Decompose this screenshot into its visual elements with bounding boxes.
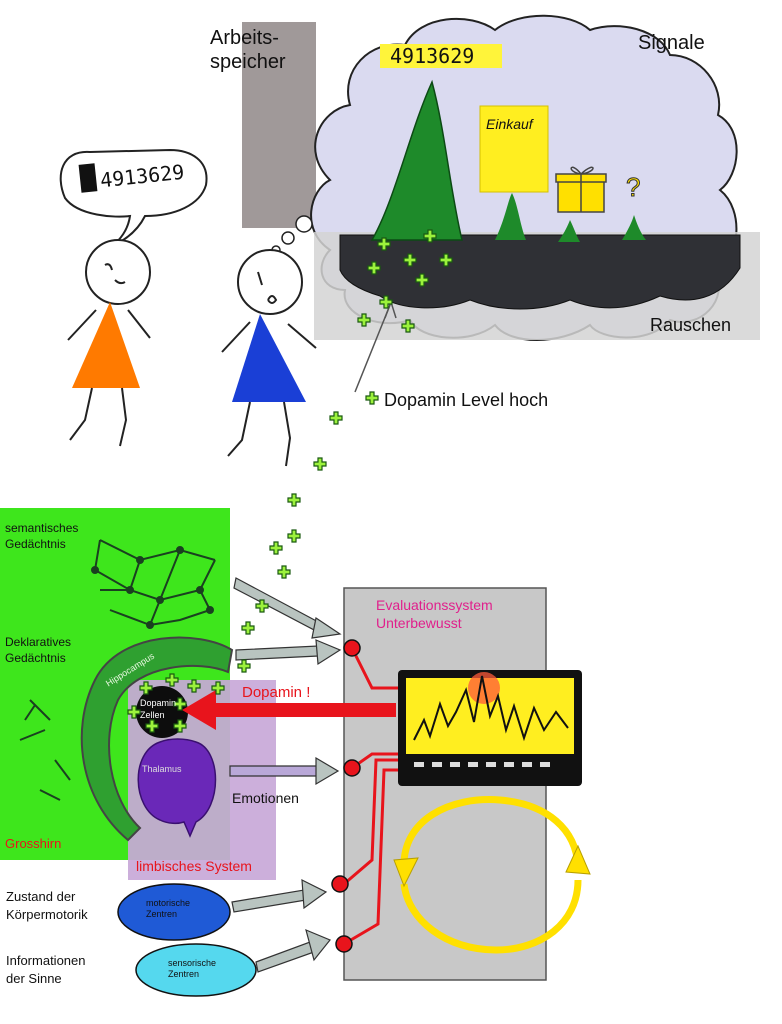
senses-input-arrow <box>255 928 331 973</box>
sensory-centers-label: sensorische Zentren <box>168 958 217 979</box>
sensory-centers <box>135 943 257 997</box>
connection-line <box>350 647 398 690</box>
thought-bubble <box>281 231 295 245</box>
motor-centers-label: motorische Zentren <box>146 898 191 919</box>
dopamine-plus-icon <box>173 697 187 711</box>
evaluation-signal-trace <box>413 675 569 742</box>
evaluation-system-title: Evaluationssystem Unterbewusst <box>376 597 493 631</box>
dopamine-plus-markers <box>127 229 453 733</box>
dopamine-arrow-label: Dopamin ! <box>242 684 311 701</box>
dopamine-plus-icon <box>329 411 343 425</box>
noise-signal <box>339 234 741 310</box>
dopamine-plus-icon <box>165 673 179 687</box>
motor-centers <box>117 883 231 941</box>
dopamine-plus-icon <box>277 565 291 579</box>
dopamine-plus-icon <box>365 391 379 405</box>
dopamine-plus-icon <box>313 457 327 471</box>
thalamus-label: Thalamus <box>142 764 182 774</box>
dopamine-plus-icon <box>269 541 283 555</box>
cerebrum-label: Grosshirn <box>5 836 62 851</box>
limbic-system-label: limbisches System <box>136 858 252 874</box>
motor-input-arrow <box>231 878 328 913</box>
small-signal-peak <box>495 193 526 240</box>
dopamine-plus-icon <box>211 681 225 695</box>
dopamine-plus-icon <box>401 319 415 333</box>
question-mark: ? <box>625 172 641 203</box>
gift-icon <box>555 166 607 213</box>
shopping-note-label: Einkauf <box>486 116 533 132</box>
speaking-person <box>67 239 151 447</box>
small-signal-peak <box>622 215 646 240</box>
dopamine-plus-icon <box>423 229 437 243</box>
dopamine-plus-icon <box>241 621 255 635</box>
dopamine-plus-icon <box>403 253 417 267</box>
input-arrow <box>235 639 342 666</box>
motor-state-label: Zustand der Körpermotorik <box>6 889 88 922</box>
semantic-network <box>19 539 216 801</box>
dopamine-plus-icon <box>367 261 381 275</box>
dopamine-plus-icon <box>379 295 393 309</box>
dopamine-plus-icon <box>415 273 429 287</box>
connection-line <box>343 758 398 886</box>
shopping-note <box>479 105 549 193</box>
semantic-memory-label: semantisches Gedächtnis <box>5 521 79 551</box>
dopamine-level-label: Dopamin Level hoch <box>384 390 549 410</box>
dopamine-plus-icon <box>145 719 159 733</box>
dopamine-to-noise-arrow <box>354 304 391 393</box>
connection-line <box>343 768 398 946</box>
dopamine-plus-icon <box>287 493 301 507</box>
dopamine-plus-icon <box>139 681 153 695</box>
thought-number-highlight <box>380 44 502 68</box>
hippocampus <box>80 636 234 842</box>
dopamine-plus-icon <box>127 705 141 719</box>
evaluation-cycle <box>393 796 591 954</box>
working-memory-bar <box>242 22 316 228</box>
dopamine-plus-icon <box>357 313 371 327</box>
dopamine-plus-icon <box>439 253 453 267</box>
dopamine-plus-icon <box>255 599 269 613</box>
input-node <box>335 935 353 953</box>
large-signal-peak <box>370 79 463 241</box>
input-node <box>343 759 361 777</box>
dopamine-plus-icon <box>187 679 201 693</box>
input-node <box>331 875 349 893</box>
input-arrow <box>233 577 342 639</box>
declarative-memory-label: Deklaratives Gedächtnis <box>5 635 72 665</box>
emotions-label: Emotionen <box>232 790 299 806</box>
working-memory-title: Arbeits- speicher <box>210 27 286 73</box>
dopamine-plus-icon <box>237 659 251 673</box>
dopamine-feedback-arrow <box>182 690 396 730</box>
senses-label: Informationen der Sinne <box>6 953 86 986</box>
small-signal-peak <box>558 220 580 242</box>
noise-label: Rauschen <box>650 315 732 335</box>
dopamine-plus-icon <box>377 237 391 251</box>
dopamine-cells-label: Dopamin Zellen <box>140 698 177 720</box>
speech-number-redaction <box>78 163 98 193</box>
input-node <box>343 639 361 657</box>
emotions-arrow <box>229 756 340 786</box>
dopamine-plus-icon <box>287 529 301 543</box>
thalamus <box>137 738 217 838</box>
thought-number: 4913629 <box>390 44 475 68</box>
thinking-person <box>221 249 317 467</box>
monitor-buttons <box>414 762 550 767</box>
thought-bubble <box>295 215 313 233</box>
dopamine-plus-icon <box>173 719 187 733</box>
signals-label: Signale <box>638 32 705 54</box>
